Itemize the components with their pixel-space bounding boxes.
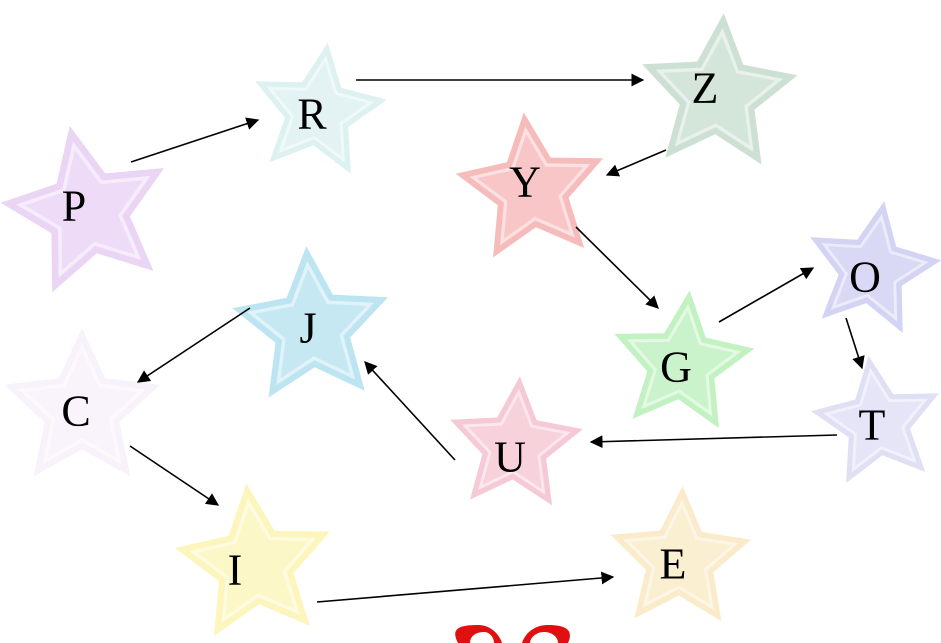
edge-p-to-r xyxy=(130,117,260,163)
stars-layer xyxy=(0,13,941,636)
star-core xyxy=(25,351,139,458)
star-highlight xyxy=(246,260,375,385)
edge-y-to-g xyxy=(575,226,659,309)
star-highlight xyxy=(266,55,375,163)
star-highlight xyxy=(626,303,742,417)
node-label-z: Z xyxy=(692,64,719,113)
node-label-j: J xyxy=(299,304,316,353)
node-label-o: O xyxy=(849,253,881,302)
node-label-t: T xyxy=(859,401,886,450)
node-label-i: I xyxy=(228,546,243,595)
edge-j-to-c xyxy=(136,307,251,383)
node-y xyxy=(455,112,604,258)
edge-i-to-e xyxy=(316,571,615,603)
star-highlight xyxy=(189,498,317,624)
node-j xyxy=(232,246,388,398)
star-core xyxy=(25,150,143,270)
star-highlight xyxy=(469,126,591,246)
edge-t-to-u xyxy=(589,434,838,449)
star-highlight xyxy=(821,213,929,322)
node-i xyxy=(174,483,330,636)
node-label-r: R xyxy=(297,90,327,139)
edge-g-to-o xyxy=(718,267,815,323)
edge-c-to-i xyxy=(129,445,220,506)
star-core xyxy=(829,374,922,467)
labels-layer: P R Z Y O J G C T U I E xyxy=(61,64,885,595)
node-e xyxy=(610,486,752,622)
node-u xyxy=(450,376,583,506)
node-g xyxy=(614,290,755,429)
star-core xyxy=(197,506,309,617)
node-label-p: P xyxy=(62,182,86,231)
node-label-g: G xyxy=(660,343,692,392)
edge-u-to-j xyxy=(364,361,456,461)
edge-o-to-t xyxy=(845,317,865,370)
star-core xyxy=(629,506,732,605)
node-c xyxy=(4,328,160,477)
star-highlight xyxy=(461,388,571,495)
star-core xyxy=(272,62,368,157)
node-r xyxy=(255,42,387,174)
node-label-c: C xyxy=(61,387,90,436)
node-p xyxy=(0,125,165,293)
star-core xyxy=(827,220,922,316)
node-o xyxy=(810,201,941,333)
node-label-e: E xyxy=(660,540,687,589)
node-z xyxy=(642,13,798,165)
heart-icon xyxy=(455,625,570,643)
node-label-u: U xyxy=(494,433,526,482)
star-highlight xyxy=(823,367,929,473)
star-highlight xyxy=(18,342,146,465)
edges-layer xyxy=(129,73,865,603)
star-highlight xyxy=(16,141,151,278)
node-label-y: Y xyxy=(509,158,541,207)
star-core xyxy=(633,311,735,411)
edge-z-to-y xyxy=(605,149,667,177)
node-t xyxy=(811,355,940,483)
star-core xyxy=(254,269,367,379)
star-highlight xyxy=(623,499,739,611)
star-core xyxy=(468,395,564,489)
star-core xyxy=(477,134,584,239)
star-core xyxy=(663,36,776,146)
star-highlight xyxy=(655,27,784,152)
